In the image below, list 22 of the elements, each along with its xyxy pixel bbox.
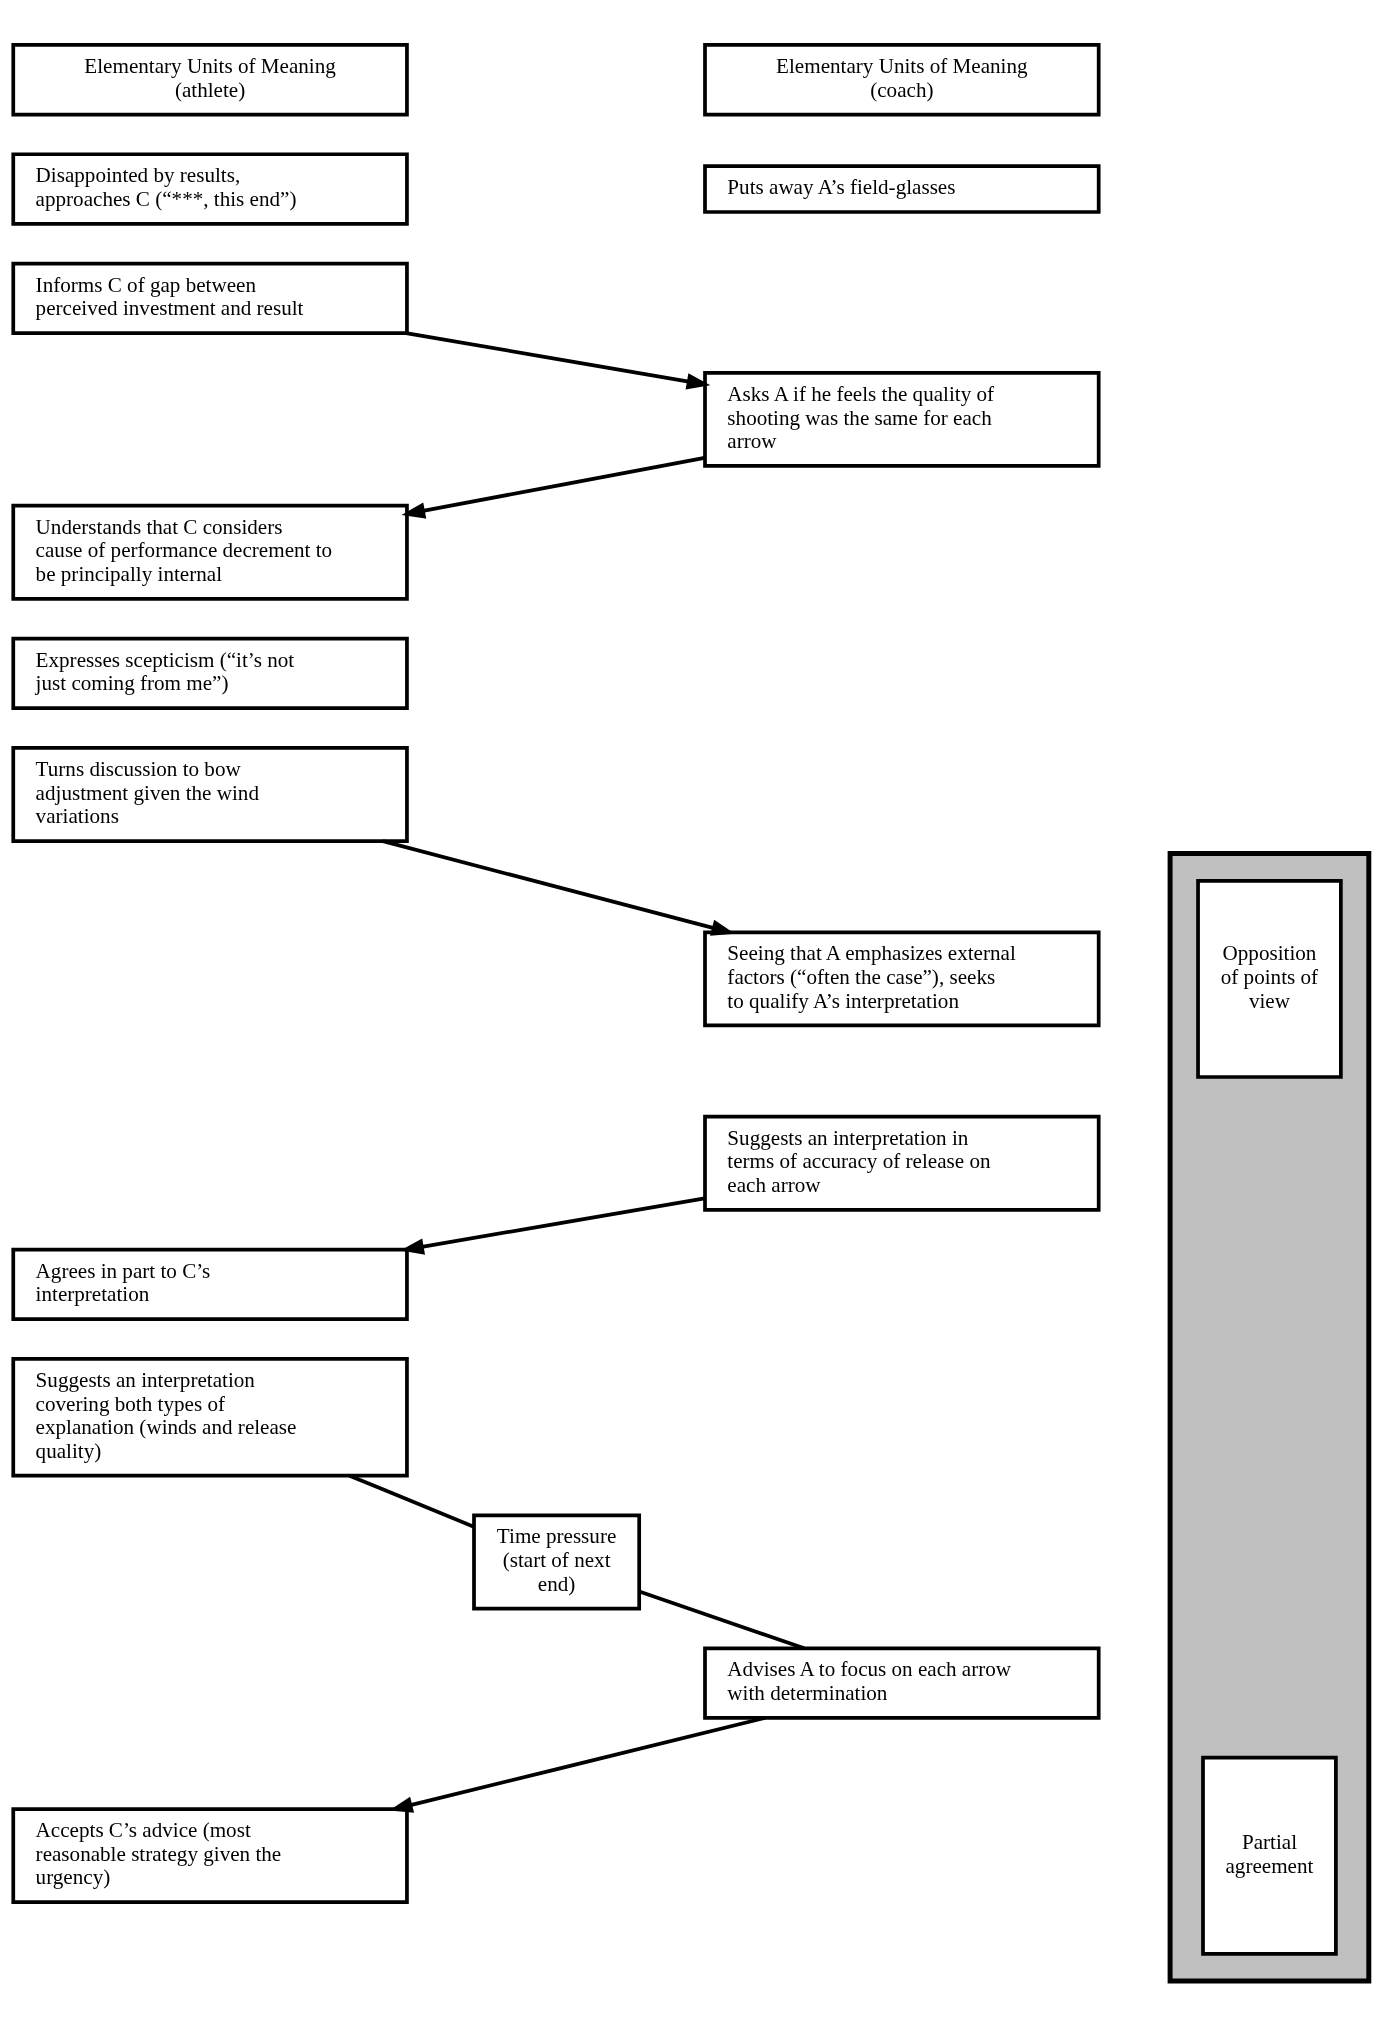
node-box: Suggests an interpretation covering both types of explanation (winds and release quality) (11, 1356, 409, 1477)
node-box: Informs C of gap between perceived investment and result (11, 261, 409, 335)
node-box: Seeing that A emphasizes external factors (“often the case”), seeks to qualify A’s interpretation (703, 929, 1101, 1027)
connector (638, 1589, 805, 1650)
node-box: Opposition of points of view (1196, 878, 1343, 1079)
node-box: Accepts C’s advice (most reasonable strategy given the urgency) (11, 1806, 409, 1904)
node-box: Suggests an interpretation in terms of accuracy of release on each arrow (703, 1114, 1101, 1212)
arrow (405, 330, 711, 389)
node-box: Agrees in part to C’s interpretation (11, 1247, 409, 1321)
arrow (401, 455, 705, 519)
node-box: Puts away A’s field-glasses (703, 163, 1101, 214)
node-box: Understands that C considers cause of performance decrement to be principally internal (11, 503, 409, 601)
node-box: Time pressure (start of next end) (472, 1513, 642, 1610)
node-box: Elementary Units of Meaning (athlete) (11, 42, 409, 116)
node-box: Elementary Units of Meaning (coach) (703, 42, 1101, 116)
cluster (1167, 850, 1372, 1984)
node-box: Disappointed by results, approaches C (“***, this end”) (11, 151, 409, 226)
node-box: Turns discussion to bow adjustment given the wind variations (11, 745, 409, 843)
node-box: Asks A if he feels the quality of shooting was the same for each arrow (703, 370, 1101, 468)
node-box: Partial agreement (1201, 1755, 1338, 1956)
node-box: Advises A to focus on each arrow with determination (703, 1645, 1101, 1720)
node-box: Expresses scepticism (“it’s not just coming from me”) (11, 636, 409, 710)
